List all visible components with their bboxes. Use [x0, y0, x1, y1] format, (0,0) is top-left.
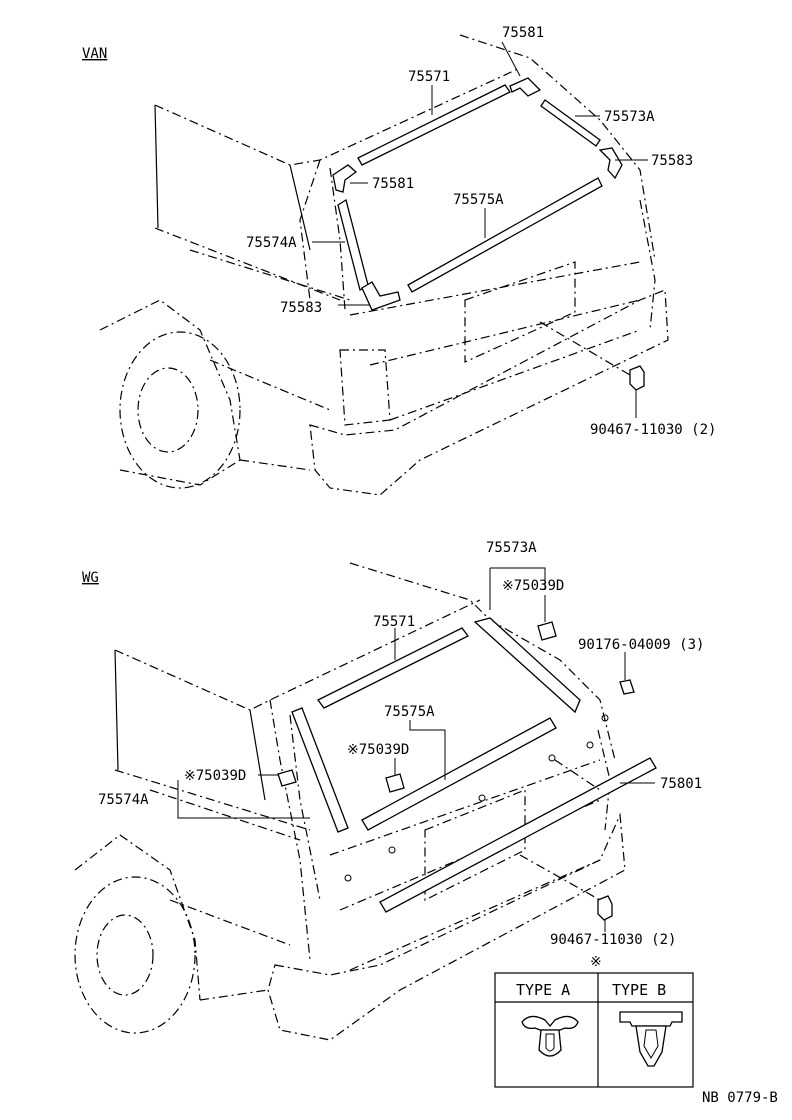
wg-part-75039d-mid [385, 773, 405, 793]
wg-part-90467-clip [597, 895, 613, 921]
van-label-90467: 90467-11030 (2) [590, 422, 716, 438]
wg-label-75571: 75571 [373, 614, 415, 630]
van-section-title: VAN [82, 46, 107, 62]
van-section: VAN [82, 25, 716, 496]
wg-label-75574a: 75574A [98, 792, 149, 808]
van-leaders [312, 41, 648, 418]
wg-part-75575a [361, 717, 557, 831]
legend-box [494, 972, 694, 1088]
van-label-75574a: 75574A [246, 235, 297, 251]
wg-label-75801: 75801 [660, 776, 702, 792]
van-body-outline [99, 34, 669, 496]
wg-label-75039d-top: ※75039D [502, 578, 564, 594]
wg-section-title: WG [82, 570, 99, 586]
van-part-75581-top [509, 77, 542, 97]
wg-part-75571 [317, 627, 469, 709]
wg-label-90467: 90467-11030 (2) [550, 932, 676, 948]
type-legend: ※ TYPE A TYPE B [494, 954, 694, 1088]
van-part-75583-left [361, 281, 401, 311]
wg-label-90176: 90176-04009 (3) [578, 637, 704, 653]
wg-part-75573a [473, 617, 581, 714]
wg-label-75039d-mid: ※75039D [347, 742, 409, 758]
van-part-75581-left [332, 164, 358, 193]
wg-section: WG [74, 540, 704, 1041]
van-part-75583-right [598, 147, 623, 180]
type-b-clip-icon [619, 1011, 683, 1067]
legend-type-a-label: TYPE A [516, 981, 570, 999]
van-label-75583-left: 75583 [280, 300, 322, 316]
catalog-code: NB 0779-B [702, 1090, 778, 1106]
wg-label-75039d-left: ※75039D [184, 768, 246, 784]
van-parts [332, 77, 645, 391]
wg-parts [277, 617, 657, 921]
wg-part-75801 [379, 757, 657, 913]
wg-leaders [177, 567, 655, 932]
wg-part-75039d-top [537, 621, 557, 641]
wg-part-90176-clip [619, 679, 635, 695]
type-a-clip-icon [521, 1015, 579, 1057]
wg-part-75574a [291, 707, 349, 833]
van-part-90467-clip [629, 365, 645, 391]
legend-mark: ※ [590, 954, 602, 970]
van-part-75575a [407, 177, 603, 293]
van-label-75581-top: 75581 [502, 25, 544, 41]
wg-label-75573a: 75573A [486, 540, 537, 556]
van-label-75571: 75571 [408, 69, 450, 85]
van-part-75573a [540, 99, 601, 147]
legend-type-b-label: TYPE B [612, 981, 666, 999]
van-label-75575a: 75575A [453, 192, 504, 208]
van-label-75581-left: 75581 [372, 176, 414, 192]
van-part-75571 [357, 84, 511, 166]
van-label-75573a: 75573A [604, 109, 655, 125]
wg-part-75039d-left [277, 769, 297, 787]
wg-label-75575a: 75575A [384, 704, 435, 720]
van-label-75583-right: 75583 [651, 153, 693, 169]
